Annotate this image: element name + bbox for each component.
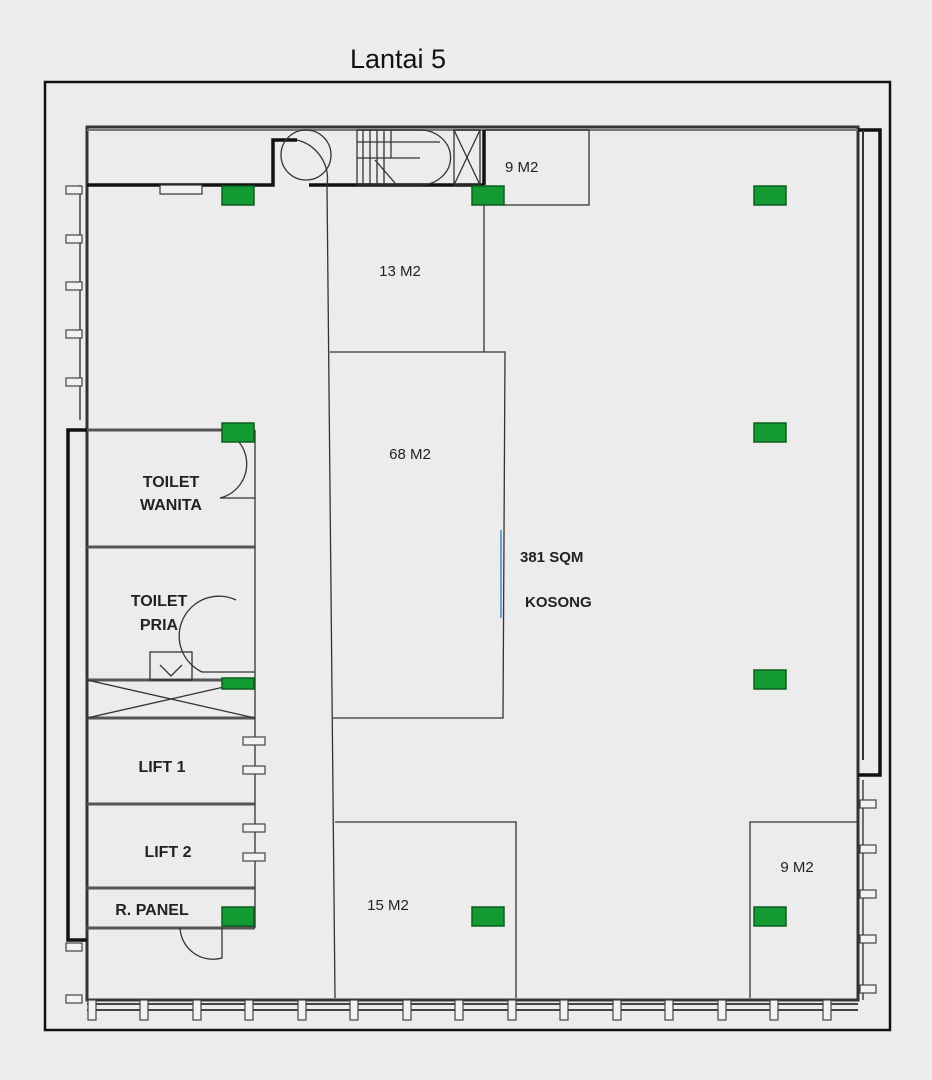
- shaft-icon: [453, 129, 481, 186]
- room-label: 13 M2: [379, 263, 421, 280]
- urinal-icon: [149, 651, 193, 681]
- room-label: LIFT 1: [138, 759, 185, 776]
- room-status: KOSONG: [525, 594, 592, 611]
- marker: [753, 669, 787, 690]
- door-icon: [179, 927, 223, 960]
- room-label: TOILET: [131, 593, 188, 610]
- room-label: LIFT 2: [144, 844, 191, 861]
- room-label: 381 SQM: [520, 549, 583, 566]
- columns: [65, 185, 877, 1021]
- plan-frame: [43, 80, 892, 1032]
- marker: [221, 906, 255, 927]
- room-label: 9 M2: [505, 159, 538, 176]
- markers: [221, 185, 787, 927]
- floor-title: Lantai 5: [350, 44, 446, 74]
- stairs-icon: [356, 129, 452, 186]
- room-label: 9 M2: [780, 859, 813, 876]
- top-core: [87, 129, 486, 195]
- room-label: 15 M2: [367, 897, 409, 914]
- room-label: TOILET: [143, 474, 200, 491]
- marker: [221, 677, 255, 690]
- room-label: 68 M2: [389, 446, 431, 463]
- marker: [753, 906, 787, 927]
- marker: [471, 185, 505, 206]
- room-label: WANITA: [140, 497, 202, 514]
- marker: [471, 906, 505, 927]
- door-icon: [178, 595, 255, 673]
- room-label: PRIA: [140, 617, 179, 634]
- room-label: R. PANEL: [115, 902, 189, 919]
- marker: [753, 422, 787, 443]
- exterior-walls: [66, 125, 882, 1011]
- marker: [221, 422, 255, 443]
- partitions: [326, 129, 858, 999]
- marker: [221, 185, 255, 206]
- marker: [753, 185, 787, 206]
- window-icon: [159, 184, 203, 195]
